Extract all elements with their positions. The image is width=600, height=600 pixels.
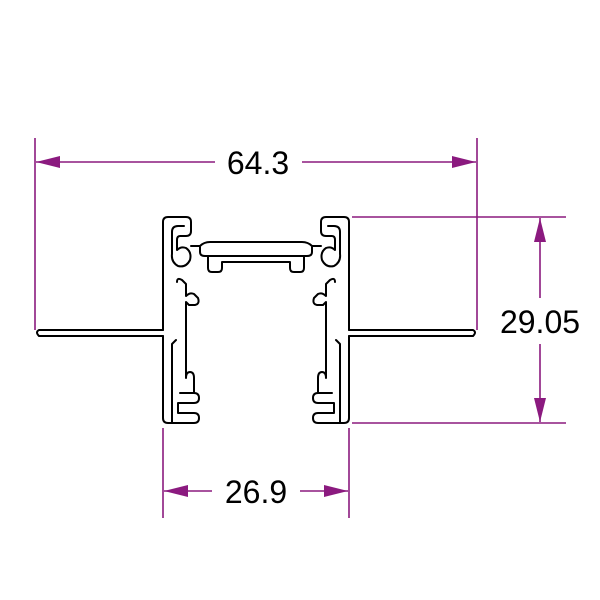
dimension-channel-width: 26.9 <box>162 428 350 518</box>
right-flange <box>348 329 476 337</box>
arrowhead-left-bottom <box>164 485 188 497</box>
left-flange <box>36 329 164 337</box>
left-wall <box>162 216 200 424</box>
arrowhead-right <box>452 156 476 168</box>
left-inner-wall <box>176 277 200 393</box>
conductor-bar <box>190 241 322 273</box>
arrowhead-bottom <box>534 398 546 422</box>
overall-width-label: 64.3 <box>227 145 289 181</box>
channel-height-label: 29.05 <box>500 304 580 340</box>
right-wall <box>312 216 350 424</box>
dimension-channel-height: 29.05 <box>352 216 580 424</box>
dimension-overall-width: 64.3 <box>34 138 478 330</box>
right-inner-wall <box>312 277 336 393</box>
arrowhead-left <box>36 156 60 168</box>
arrowhead-right-bottom <box>324 485 348 497</box>
extrusion-profile <box>36 216 476 424</box>
arrowhead-top <box>534 218 546 242</box>
channel-width-label: 26.9 <box>225 474 287 510</box>
